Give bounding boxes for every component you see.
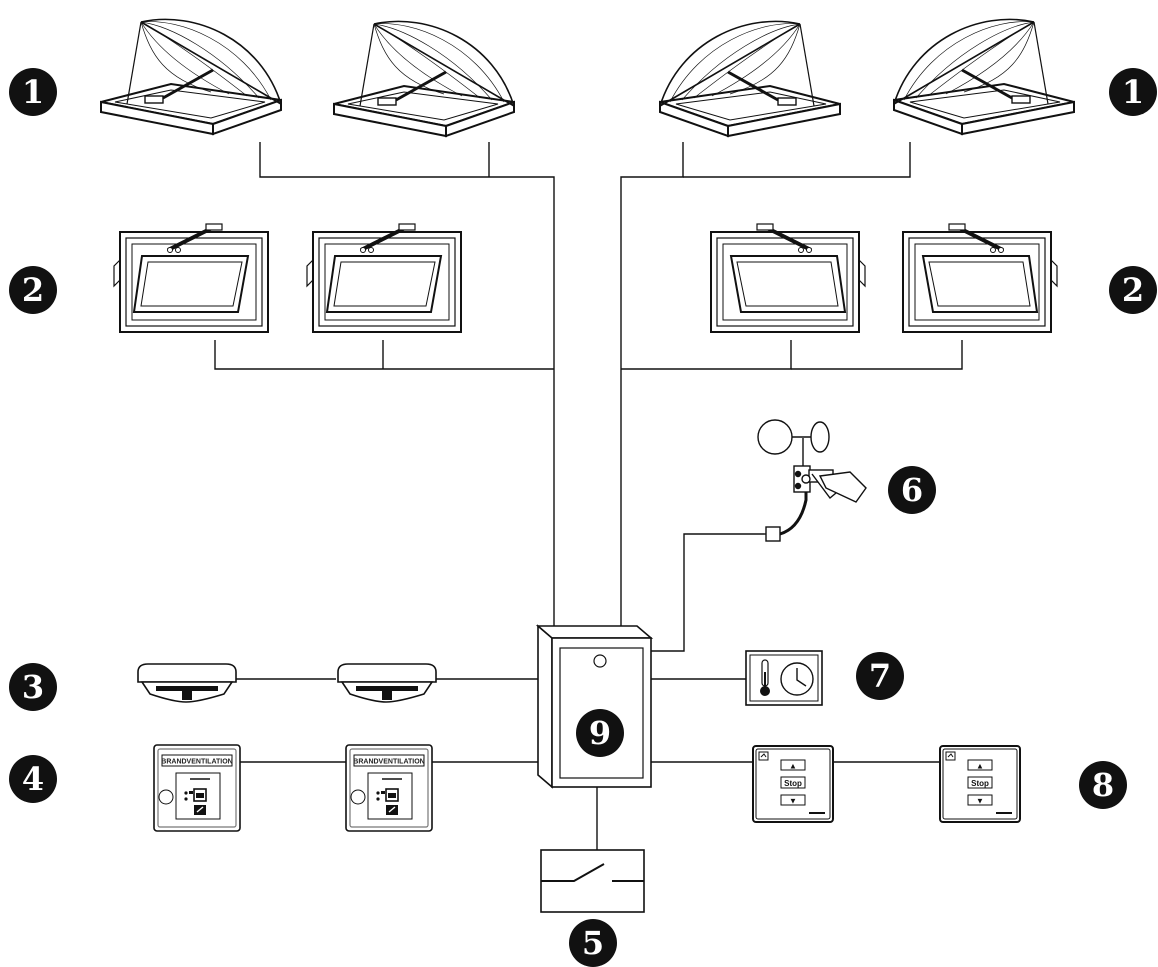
- window-actuator-1: [112, 222, 270, 334]
- svg-text:8: 8: [1092, 766, 1114, 804]
- stop-label: Stop: [784, 779, 802, 788]
- roof-hatch-4: [892, 17, 1076, 136]
- svg-text:2: 2: [1122, 271, 1144, 309]
- svg-text:1: 1: [1122, 73, 1144, 111]
- svg-text:6: 6: [901, 471, 923, 509]
- panel-label: BRANDVENTILATION: [161, 759, 232, 766]
- thermostat-clock: [745, 650, 823, 706]
- callout-1-left: 1: [9, 68, 57, 116]
- svg-text:3: 3: [22, 668, 44, 706]
- weather-station: [757, 419, 867, 542]
- up-arrow-icon: ▲: [789, 762, 797, 771]
- fire-ventilation-panel-1: BRANDVENTILATION: [153, 744, 241, 832]
- callout-2-right: 2: [1109, 266, 1157, 314]
- smoke-detector-1: [137, 663, 237, 703]
- wiring: [214, 142, 963, 850]
- callout-3: 3: [9, 663, 57, 711]
- smoke-detector-2: [337, 663, 437, 703]
- roof-hatch-1: [99, 17, 283, 136]
- callout-2-left: 2: [9, 266, 57, 314]
- svg-text:2: 2: [22, 271, 44, 309]
- svg-text:4: 4: [22, 760, 44, 798]
- window-actuator-3: [709, 222, 867, 334]
- callout-7: 7: [856, 652, 904, 700]
- down-arrow-icon: ▼: [789, 797, 797, 806]
- window-actuator-2: [305, 222, 463, 334]
- callout-6: 6: [888, 466, 936, 514]
- stop-label: Stop: [971, 779, 989, 788]
- fire-ventilation-panel-2: BRANDVENTILATION: [345, 744, 433, 832]
- external-switch: [540, 849, 645, 913]
- roof-hatch-3: [658, 19, 842, 138]
- callout-4: 4: [9, 755, 57, 803]
- wall-keypad-2: ▲ Stop ▼: [939, 745, 1021, 823]
- callout-8: 8: [1079, 761, 1127, 809]
- callout-5: 5: [569, 919, 617, 967]
- down-arrow-icon: ▼: [976, 797, 984, 806]
- svg-text:9: 9: [589, 714, 611, 752]
- callout-9: 9: [576, 709, 624, 757]
- panel-label: BRANDVENTILATION: [353, 759, 424, 766]
- wall-keypad-1: ▲ Stop ▼: [752, 745, 834, 823]
- control-cabinet: [535, 624, 654, 789]
- roof-hatch-2: [332, 19, 516, 138]
- svg-text:7: 7: [869, 657, 891, 695]
- svg-text:5: 5: [582, 924, 604, 962]
- window-actuator-4: [901, 222, 1059, 334]
- up-arrow-icon: ▲: [976, 762, 984, 771]
- svg-text:1: 1: [22, 73, 44, 111]
- callout-1-right: 1: [1109, 68, 1157, 116]
